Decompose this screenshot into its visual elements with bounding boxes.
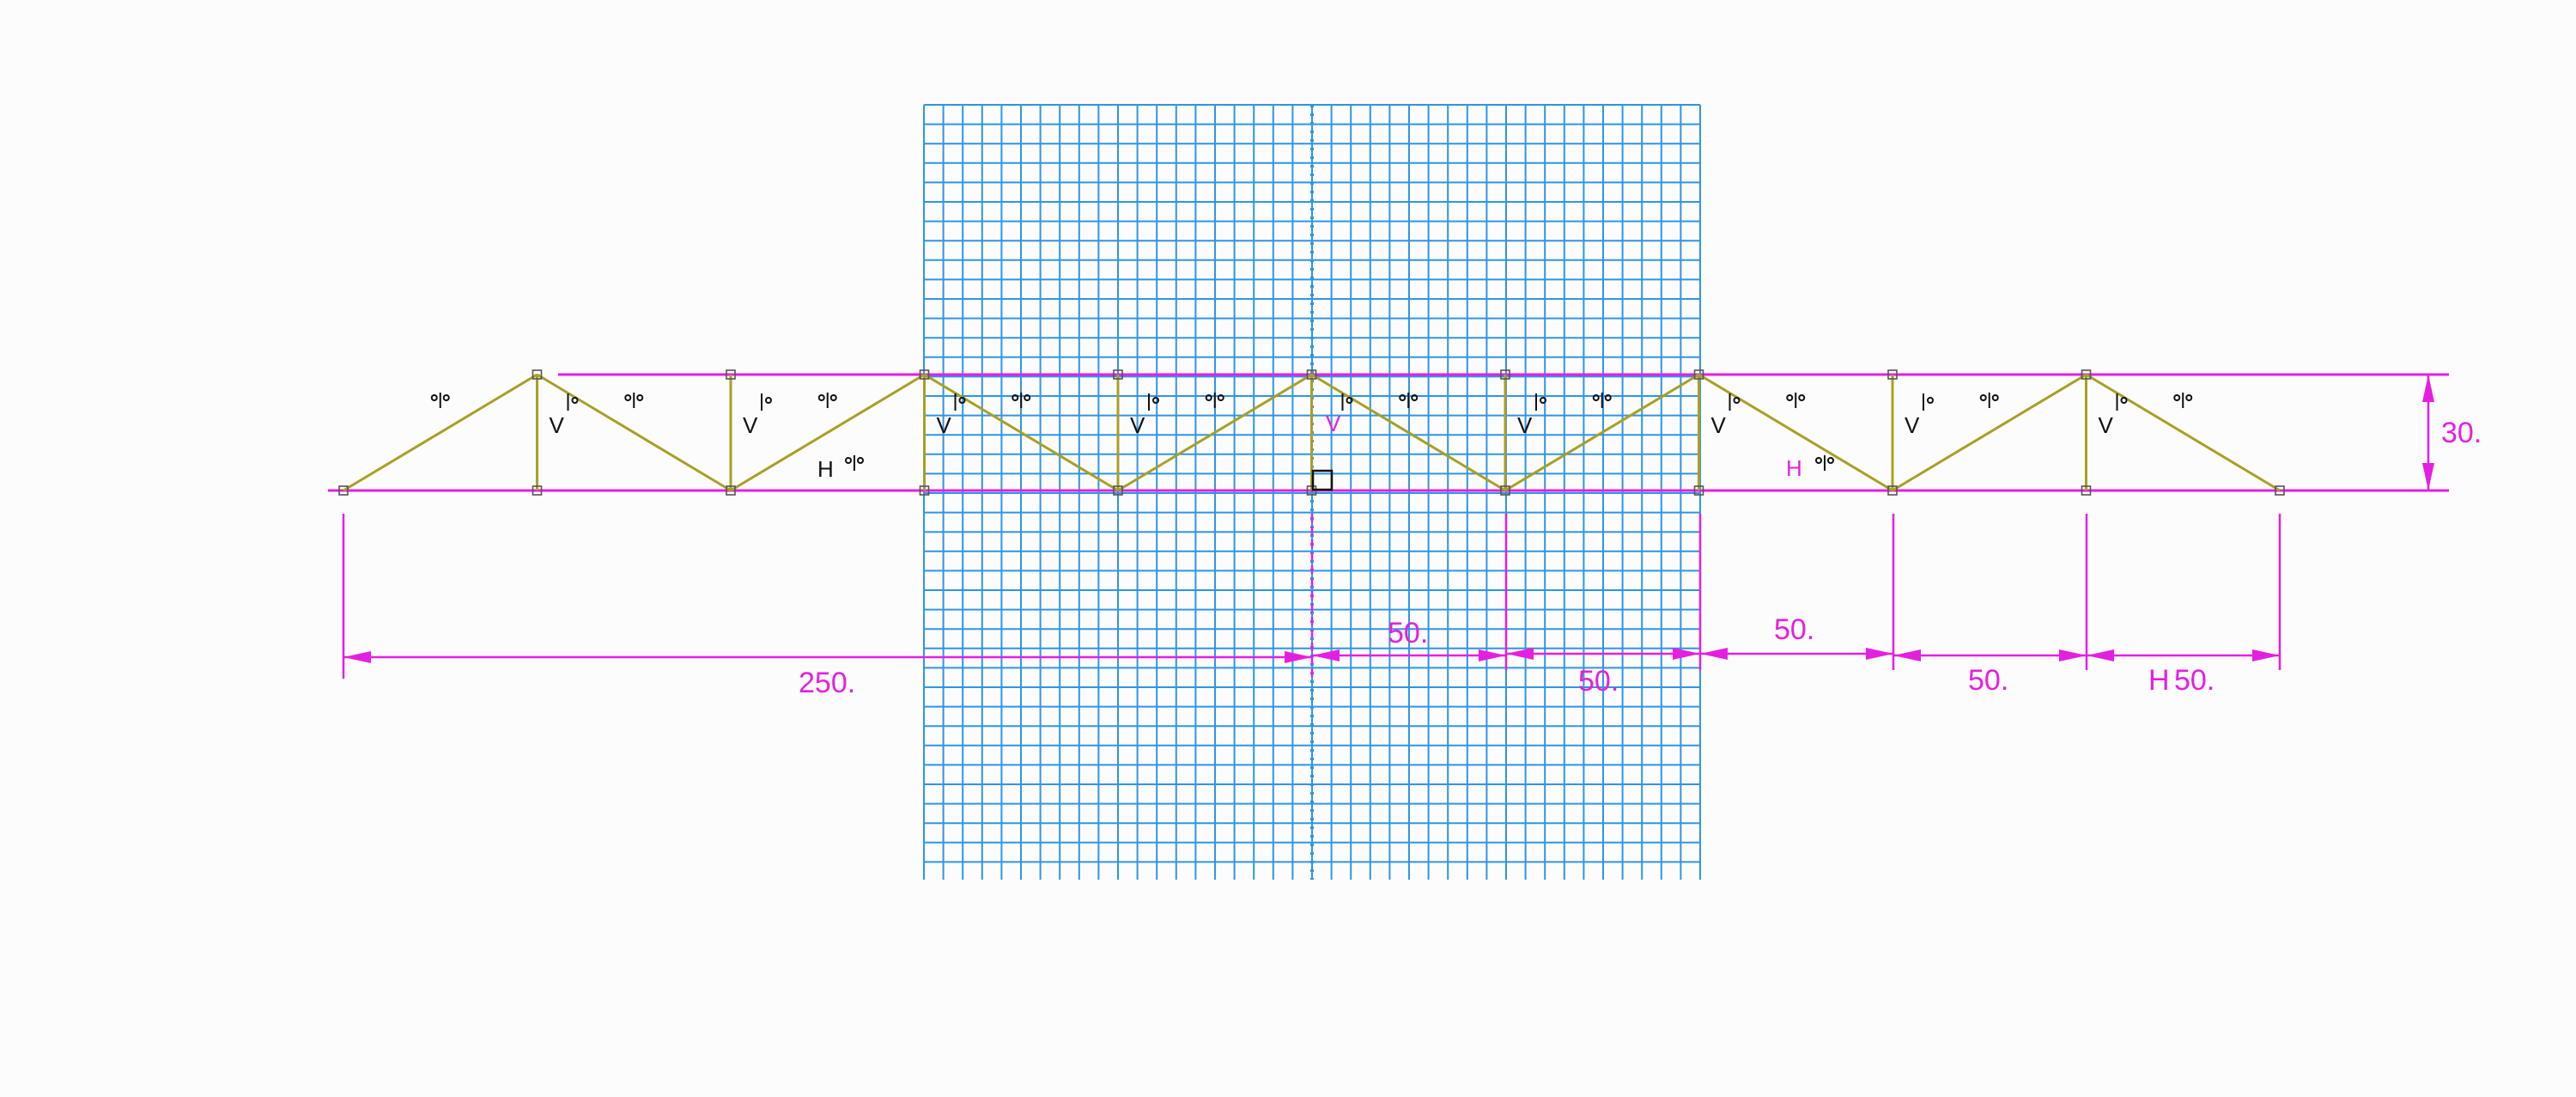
- small-square-node-icon[interactable]: [2275, 485, 2285, 496]
- dimension-arrow: [2087, 649, 2114, 661]
- dimension-value-panel-2[interactable]: 50.: [1578, 665, 1619, 698]
- vertical-constraint-label: V: [1130, 412, 1145, 438]
- perpendicular-symbol-icon: [1923, 393, 1934, 411]
- small-square-node-icon[interactable]: [2081, 485, 2092, 496]
- constraint-symbols: [430, 393, 2193, 471]
- origin-square-icon[interactable]: [1311, 469, 1334, 491]
- dimension-arrow: [2059, 649, 2087, 661]
- construction-grid: [923, 104, 1701, 880]
- parallel-symbol-icon: [1815, 455, 1834, 471]
- dimension-arrow: [2422, 375, 2434, 402]
- truss-members: [343, 373, 2281, 492]
- small-square-node-icon[interactable]: [532, 369, 543, 380]
- dimension-value-height[interactable]: 30.: [2441, 417, 2482, 449]
- dimension-value-panel-1[interactable]: 50.: [1388, 617, 1428, 649]
- perpendicular-symbol-icon: [1728, 393, 1741, 411]
- small-square-node-icon[interactable]: [919, 369, 930, 380]
- perpendicular-symbol-icon: [1535, 393, 1546, 411]
- parallel-symbol-icon: [430, 393, 450, 408]
- origin-horizontal-constraint-label: H: [1786, 455, 1802, 481]
- vertical-constraint-label: V: [937, 412, 952, 438]
- parallel-symbol-icon: [2173, 393, 2193, 408]
- perpendicular-symbol-icon: [2116, 393, 2128, 411]
- perpendicular-symbol-icon: [954, 393, 966, 411]
- small-square-node-icon[interactable]: [726, 485, 736, 496]
- small-square-node-icon[interactable]: [1887, 485, 1898, 496]
- dimension-arrow: [1700, 648, 1728, 660]
- dimension-value-overall[interactable]: 250.: [799, 667, 855, 699]
- small-square-node-icon[interactable]: [726, 369, 736, 380]
- small-square-node-icon[interactable]: [1693, 369, 1704, 380]
- dimension-value-panel-5[interactable]: 50.: [2174, 664, 2215, 697]
- dimension-arrow: [1285, 651, 1312, 663]
- vertical-constraint-label: V: [2099, 412, 2114, 438]
- perpendicular-symbol-icon: [1148, 393, 1159, 411]
- vertical-constraint-label: V: [743, 412, 758, 438]
- truss-diagonal-member[interactable]: [343, 373, 538, 492]
- truss-diagonal-member[interactable]: [1504, 373, 1700, 492]
- truss-diagonal-member[interactable]: [923, 373, 1119, 492]
- dimension-annotations: [342, 373, 2449, 679]
- dimension-arrow: [1893, 649, 1921, 661]
- small-square-node-icon[interactable]: [532, 485, 543, 496]
- truss-nodes: [338, 369, 2285, 496]
- perpendicular-symbol-icon: [567, 393, 579, 411]
- truss-diagonal-member[interactable]: [1698, 373, 1893, 492]
- vertical-constraint-label: V: [550, 412, 565, 438]
- dimension-arrow: [1312, 649, 1340, 661]
- small-square-node-icon[interactable]: [919, 485, 930, 496]
- dimension-arrow: [1506, 648, 1534, 660]
- truss-diagonal-member[interactable]: [1892, 373, 2087, 492]
- small-square-node-icon[interactable]: [1500, 485, 1510, 496]
- dimension-arrow: [1673, 648, 1700, 660]
- small-square-node-icon[interactable]: [1887, 369, 1898, 380]
- parallel-symbol-icon: [1205, 393, 1224, 408]
- truss-diagonal-member[interactable]: [536, 373, 732, 492]
- vertical-constraint-label: V: [1905, 412, 1920, 438]
- dimension-value-panel-4[interactable]: 50.: [1968, 664, 2008, 697]
- truss-diagonal-member[interactable]: [2085, 373, 2281, 492]
- dimension-arrow: [1866, 648, 1893, 660]
- dimension-value-panel-5-prefix: H: [2148, 664, 2170, 697]
- parallel-symbol-icon: [1592, 393, 1612, 408]
- dimension-arrow: [343, 651, 371, 663]
- perpendicular-symbol-icon: [761, 393, 772, 411]
- small-square-node-icon[interactable]: [1500, 369, 1510, 380]
- dimension-arrow: [2422, 463, 2434, 491]
- vertical-constraint-label: V: [1711, 412, 1727, 438]
- origin-vertical-constraint-label: V: [1326, 411, 1341, 436]
- parallel-symbol-icon: [1979, 393, 1999, 408]
- parallel-symbol-icon: [1786, 393, 1806, 408]
- horizontal-constraint-label: H: [817, 456, 834, 482]
- parallel-symbol-icon: [817, 393, 837, 408]
- small-square-node-icon[interactable]: [1693, 485, 1704, 496]
- parallel-symbol-icon: [1399, 393, 1419, 408]
- truss-diagonal-member[interactable]: [1310, 373, 1506, 492]
- dimension-arrow: [1479, 649, 1506, 661]
- parallel-symbol-icon: [1012, 393, 1031, 408]
- small-square-node-icon[interactable]: [2081, 369, 2092, 380]
- truss-diagonal-member[interactable]: [1117, 373, 1313, 492]
- dimension-arrow: [2252, 649, 2280, 661]
- small-square-node-icon[interactable]: [338, 485, 349, 496]
- small-square-node-icon[interactable]: [1113, 369, 1123, 380]
- parallel-symbol-icon: [624, 393, 644, 408]
- small-square-node-icon[interactable]: [1113, 485, 1123, 496]
- parallel-symbol-icon: [845, 455, 864, 471]
- vertical-constraint-label: V: [1517, 412, 1533, 438]
- truss-diagonal-member[interactable]: [730, 373, 926, 492]
- dimension-value-panel-3[interactable]: 50.: [1774, 613, 1814, 646]
- perpendicular-symbol-icon: [1341, 393, 1353, 411]
- small-square-node-icon[interactable]: [1306, 369, 1317, 380]
